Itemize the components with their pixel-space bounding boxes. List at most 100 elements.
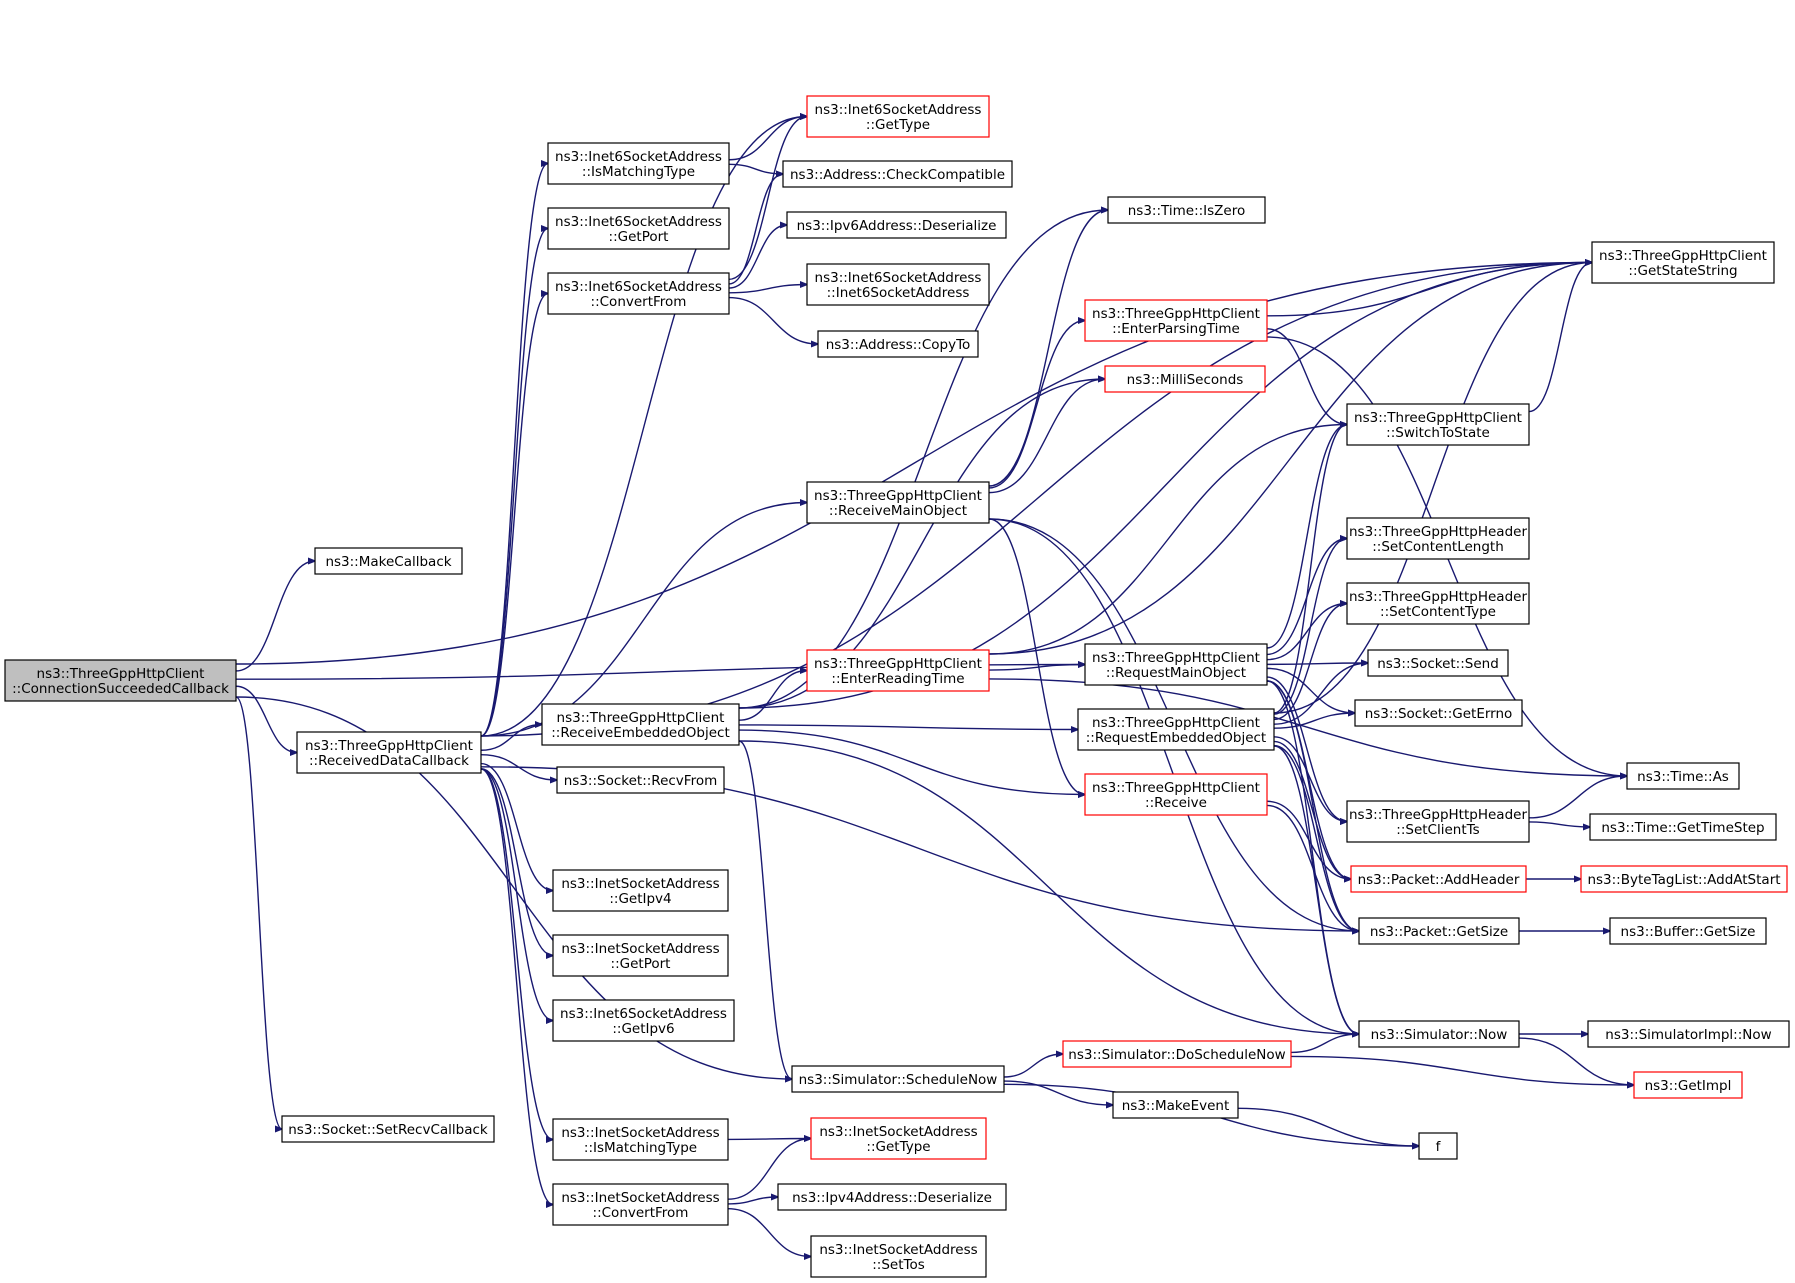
node-simimplnow[interactable]: ns3::SimulatorImpl::Now	[1587, 1020, 1790, 1048]
node-gettimestep[interactable]: ns3::Time::GetTimeStep	[1589, 813, 1777, 841]
node-label: ns3::Socket::SetRecvCallback	[288, 1122, 488, 1138]
node-addheader[interactable]: ns3::Packet::AddHeader	[1350, 865, 1527, 893]
node-enterparsing[interactable]: ns3::ThreeGppHttpClient::EnterParsingTim…	[1084, 299, 1268, 342]
node-iszero[interactable]: ns3::Time::IsZero	[1107, 196, 1266, 224]
node-i4gettype[interactable]: ns3::InetSocketAddress::GetType	[810, 1117, 987, 1160]
node-recvmain[interactable]: ns3::ThreeGppHttpClient::ReceiveMainObje…	[806, 481, 990, 524]
node-getstatestr[interactable]: ns3::ThreeGppHttpClient::GetStateString	[1591, 241, 1775, 284]
node-box	[817, 330, 979, 358]
edge-enterreading-to-switchtostate	[988, 425, 1347, 655]
node-box	[810, 1117, 987, 1160]
node-f[interactable]: f	[1418, 1132, 1458, 1160]
edge-reqmain-to-switchtostate	[1266, 425, 1347, 649]
node-ipv6deser[interactable]: ns3::Ipv6Address::Deserialize	[786, 211, 1007, 239]
node-recvdata[interactable]: ns3::ThreeGppHttpClient::ReceivedDataCal…	[296, 731, 482, 774]
node-enterreading[interactable]: ns3::ThreeGppHttpClient::EnterReadingTim…	[806, 649, 990, 692]
node-checkcompat[interactable]: ns3::Address::CheckCompatible	[782, 160, 1013, 188]
node-bufgetsize[interactable]: ns3::Buffer::GetSize	[1609, 917, 1767, 945]
node-label: ns3::Inet6SocketAddress	[560, 1006, 727, 1022]
node-settos[interactable]: ns3::InetSocketAddress::SetTos	[810, 1235, 987, 1278]
edge-path	[480, 725, 542, 751]
node-setcontentlen[interactable]: ns3::ThreeGppHttpHeader::SetContentLengt…	[1346, 517, 1530, 560]
edge-path	[1266, 680, 1359, 931]
edge-recvmain-to-iszero	[988, 210, 1108, 487]
node-label: ns3::ByteTagList::AddAtStart	[1587, 872, 1780, 888]
node-switchtostate[interactable]: ns3::ThreeGppHttpClient::SwitchToState	[1346, 403, 1530, 446]
node-i6convert[interactable]: ns3::Inet6SocketAddress::ConvertFrom	[547, 272, 730, 315]
edge-i6convert-to-i6ctor	[728, 285, 807, 294]
node-box	[1587, 1020, 1790, 1048]
edge-schednow-to-makeevent	[1003, 1080, 1113, 1105]
edge-recvembedded-to-enterreading	[738, 671, 807, 721]
node-reqmain[interactable]: ns3::ThreeGppHttpClient::RequestMainObje…	[1084, 643, 1268, 686]
node-pktgetsize[interactable]: ns3::Packet::GetSize	[1358, 917, 1520, 945]
node-box	[1358, 1020, 1520, 1048]
node-socksend[interactable]: ns3::Socket::Send	[1367, 649, 1509, 677]
node-box	[1107, 196, 1266, 224]
node-i6gettype[interactable]: ns3::Inet6SocketAddress::GetType	[806, 95, 990, 138]
node-label: ns3::ThreeGppHttpClient	[814, 656, 982, 672]
edge-setclientts-to-gettimestep	[1528, 821, 1590, 827]
edge-path	[728, 117, 807, 161]
edge-path	[1273, 263, 1592, 714]
node-setclientts[interactable]: ns3::ThreeGppHttpHeader::SetClientTs	[1346, 800, 1530, 843]
edge-reqembedded-to-pktgetsize	[1273, 744, 1359, 931]
edge-path	[1266, 804, 1359, 931]
node-i6ctor[interactable]: ns3::Inet6SocketAddress::Inet6SocketAddr…	[806, 263, 990, 306]
node-box	[1418, 1132, 1458, 1160]
node-recvfrom[interactable]: ns3::Socket::RecvFrom	[556, 766, 725, 794]
node-i6ismatch[interactable]: ns3::Inet6SocketAddress::IsMatchingType	[547, 142, 730, 185]
node-label: ::GetPort	[609, 229, 669, 245]
edge-i4convert-to-i4gettype	[727, 1139, 811, 1200]
node-sockerrno[interactable]: ns3::Socket::GetErrno	[1354, 699, 1523, 727]
node-doschednow[interactable]: ns3::Simulator::DoScheduleNow	[1062, 1040, 1292, 1068]
node-i6getport[interactable]: ns3::Inet6SocketAddress::GetPort	[547, 207, 730, 250]
node-addatstart[interactable]: ns3::ByteTagList::AddAtStart	[1580, 865, 1788, 893]
node-label: ::ConnectionSucceededCallback	[12, 681, 229, 697]
edge-recvmain-to-enterparsing	[988, 321, 1085, 489]
node-label: ::Receive	[1145, 795, 1207, 811]
node-box	[791, 1065, 1005, 1093]
edge-root-to-recvdata	[235, 685, 297, 752]
edge-simnow-to-getimpl	[1518, 1037, 1634, 1085]
node-box	[1077, 708, 1275, 751]
node-label: ns3::Time::IsZero	[1128, 203, 1246, 219]
edge-i6convert-to-i6gettype	[728, 117, 807, 281]
node-ipv4deser[interactable]: ns3::Ipv4Address::Deserialize	[777, 1183, 1007, 1211]
node-label: ns3::MakeCallback	[325, 554, 451, 570]
node-i4ismatch[interactable]: ns3::InetSocketAddress::IsMatchingType	[552, 1118, 729, 1161]
node-millisec[interactable]: ns3::MilliSeconds	[1104, 365, 1266, 393]
edge-recvembedded-to-receive	[738, 729, 1085, 794]
node-root[interactable]: ns3::ThreeGppHttpClient::ConnectionSucce…	[4, 659, 237, 702]
edge-path	[1528, 263, 1592, 413]
node-makeevent[interactable]: ns3::MakeEvent	[1112, 1091, 1239, 1119]
node-setrecvcb[interactable]: ns3::Socket::SetRecvCallback	[281, 1115, 495, 1143]
node-label: ns3::Time::GetTimeStep	[1601, 820, 1764, 836]
node-i4getipv4[interactable]: ns3::InetSocketAddress::GetIpv4	[552, 869, 729, 912]
node-label: ns3::InetSocketAddress	[561, 1125, 719, 1141]
node-schednow[interactable]: ns3::Simulator::ScheduleNow	[791, 1065, 1005, 1093]
node-reqembedded[interactable]: ns3::ThreeGppHttpClient::RequestEmbedded…	[1077, 708, 1275, 751]
node-box	[1350, 865, 1527, 893]
edge-receive-to-addheader	[1266, 800, 1351, 879]
node-setcontenttype[interactable]: ns3::ThreeGppHttpHeader::SetContentType	[1346, 582, 1530, 625]
node-makecb[interactable]: ns3::MakeCallback	[314, 547, 463, 575]
edge-path	[1273, 736, 1347, 822]
node-copyto[interactable]: ns3::Address::CopyTo	[817, 330, 979, 358]
node-receive[interactable]: ns3::ThreeGppHttpClient::Receive	[1084, 773, 1268, 816]
node-timeas[interactable]: ns3::Time::As	[1626, 762, 1740, 790]
node-recvembedded[interactable]: ns3::ThreeGppHttpClient::ReceiveEmbedded…	[541, 703, 740, 746]
node-label: ns3::SimulatorImpl::Now	[1605, 1027, 1771, 1043]
edge-reqmain-to-setcontenttype	[1266, 604, 1347, 661]
node-getimpl[interactable]: ns3::GetImpl	[1633, 1071, 1743, 1099]
node-label: ns3::GetImpl	[1645, 1078, 1732, 1094]
node-label: ns3::MilliSeconds	[1127, 372, 1244, 388]
edge-enterreading-to-getstatestr	[988, 263, 1592, 655]
node-simnow[interactable]: ns3::Simulator::Now	[1358, 1020, 1520, 1048]
node-label: ::GetIpv4	[609, 891, 671, 907]
node-i4convert[interactable]: ns3::InetSocketAddress::ConvertFrom	[552, 1183, 729, 1226]
node-i6getipv6[interactable]: ns3::Inet6SocketAddress::GetIpv6	[552, 999, 735, 1042]
node-label: f	[1436, 1139, 1442, 1155]
edge-recvdata-to-i4getport	[480, 768, 553, 956]
node-i4getport[interactable]: ns3::InetSocketAddress::GetPort	[552, 934, 729, 977]
